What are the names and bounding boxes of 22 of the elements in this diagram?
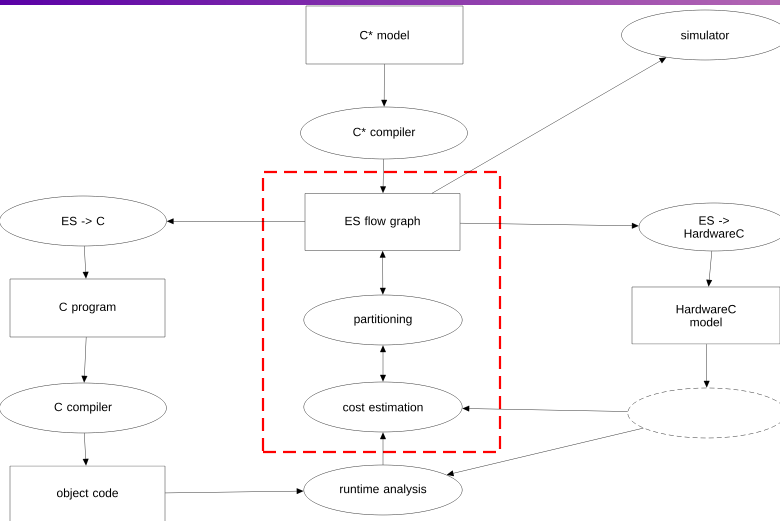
arrow (380, 432, 386, 465)
arrow (704, 344, 710, 388)
arrow (380, 159, 386, 193)
dashed-region (262, 170, 502, 454)
arrow (462, 406, 628, 412)
arrow (446, 428, 644, 476)
arrow (380, 251, 386, 294)
arrow (460, 222, 639, 229)
arrow (706, 250, 712, 286)
arrow (381, 64, 388, 106)
arrow (82, 337, 88, 382)
arrow (380, 346, 386, 382)
process-box: HardwareC model (632, 286, 780, 344)
arrow (82, 246, 89, 278)
arrow (165, 488, 304, 494)
process-box: C* model (306, 6, 464, 64)
process-box: C program (10, 278, 166, 338)
process-box: ES flow graph (304, 193, 460, 251)
process-box: object code (10, 466, 166, 521)
arrow (82, 432, 89, 466)
arrow (166, 218, 305, 224)
arrow (432, 57, 666, 194)
